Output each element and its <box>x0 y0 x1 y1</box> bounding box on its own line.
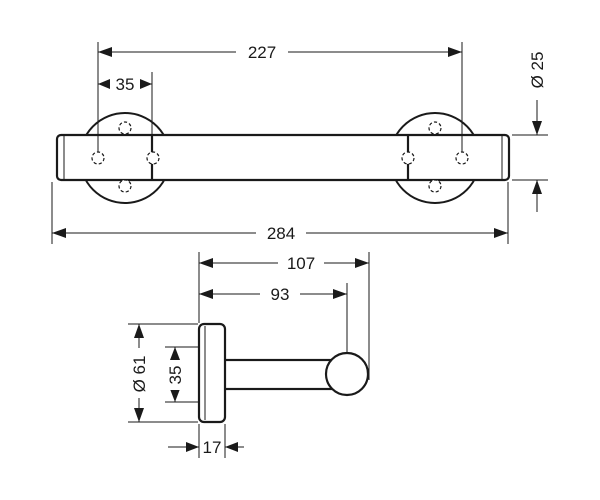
mount-hole <box>146 151 160 165</box>
front-view: 227 35 Ø 25 284 <box>51 42 548 244</box>
dim-label-diameter-25: Ø 25 <box>528 52 547 89</box>
dim-hole-spacing: 227 <box>98 42 462 62</box>
dim-label-35-top: 35 <box>116 75 135 94</box>
mount-hole <box>455 151 469 165</box>
dim-label-107: 107 <box>287 254 315 273</box>
rail-body <box>55 133 511 182</box>
dim-rosette-inner: 35 <box>166 347 185 402</box>
dim-label-17: 17 <box>203 438 222 457</box>
tube-section <box>324 351 370 397</box>
mount-hole <box>401 151 415 165</box>
rosette-side <box>197 322 227 424</box>
mount-hole <box>118 121 132 135</box>
side-view: 107 93 Ø 61 35 <box>128 252 370 458</box>
dim-label-diameter-61: Ø 61 <box>130 356 149 393</box>
mount-hole <box>91 151 105 165</box>
mount-hole <box>428 179 442 193</box>
mount-hole <box>118 179 132 193</box>
dim-rosette-depth: 17 <box>168 438 244 457</box>
dim-label-93: 93 <box>271 285 290 304</box>
dim-label-227: 227 <box>248 43 276 62</box>
dim-overall-width: 284 <box>52 223 508 243</box>
dim-tube-diameter: Ø 25 <box>528 52 547 212</box>
dim-label-284: 284 <box>267 224 295 243</box>
dim-projection-total: 107 <box>199 253 369 273</box>
dim-rosette-diameter: Ø 61 <box>129 324 149 422</box>
dim-label-35-side: 35 <box>166 366 185 385</box>
dim-projection-axis: 93 <box>199 284 347 304</box>
mount-hole <box>428 121 442 135</box>
dim-rosette-offset: 35 <box>98 75 152 94</box>
